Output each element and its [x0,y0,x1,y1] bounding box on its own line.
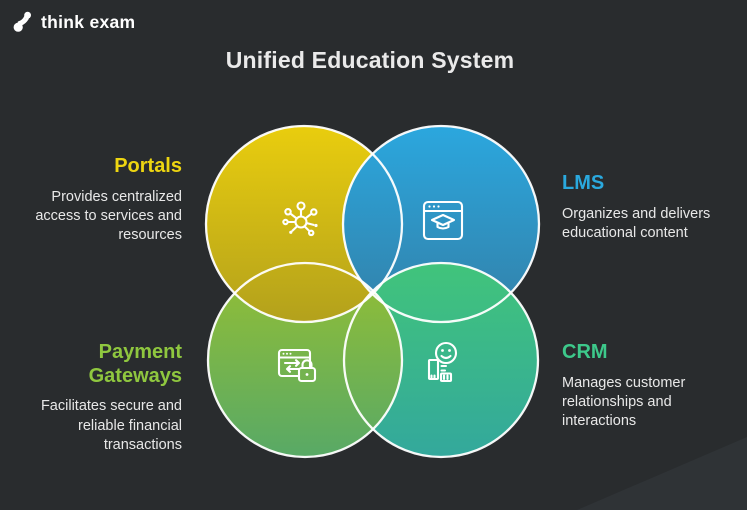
crm-label: CRM [562,341,608,363]
lms-label: LMS [562,172,605,194]
page-title: Unified Education System [225,47,515,73]
lms-label-block: LMS Organizes and delivers educational c… [562,172,738,243]
portals-circle [206,126,402,322]
portals-label: Portals [114,155,182,177]
portals-description: Provides centralized access to services … [35,188,182,244]
crm-label-block: CRM Manages customer relationships and i… [562,341,728,432]
brand-logo-icon [13,11,31,32]
browser-graduation-cap-icon [413,192,473,252]
payment-label: Payment Gateways [88,341,182,387]
brand-logo-text: think exam [41,12,136,32]
payment-description: Facilitates secure and reliable financia… [40,398,182,454]
network-hub-icon [271,191,331,251]
browser-transfer-lock-icon [269,338,329,398]
portals-label-block: Portals Provides centralized access to s… [18,155,182,246]
crm-description: Manages customer relationships and inter… [562,374,686,430]
venn-circle-outlines [204,124,541,459]
lms-description: Organizes and delivers educational conte… [562,205,711,242]
brand-logo: think exam [13,10,135,35]
crm-circle [344,263,538,457]
payment-label-block: Payment Gateways Facilitates secure and … [18,341,182,455]
smiley-invoice-icon [412,336,472,396]
